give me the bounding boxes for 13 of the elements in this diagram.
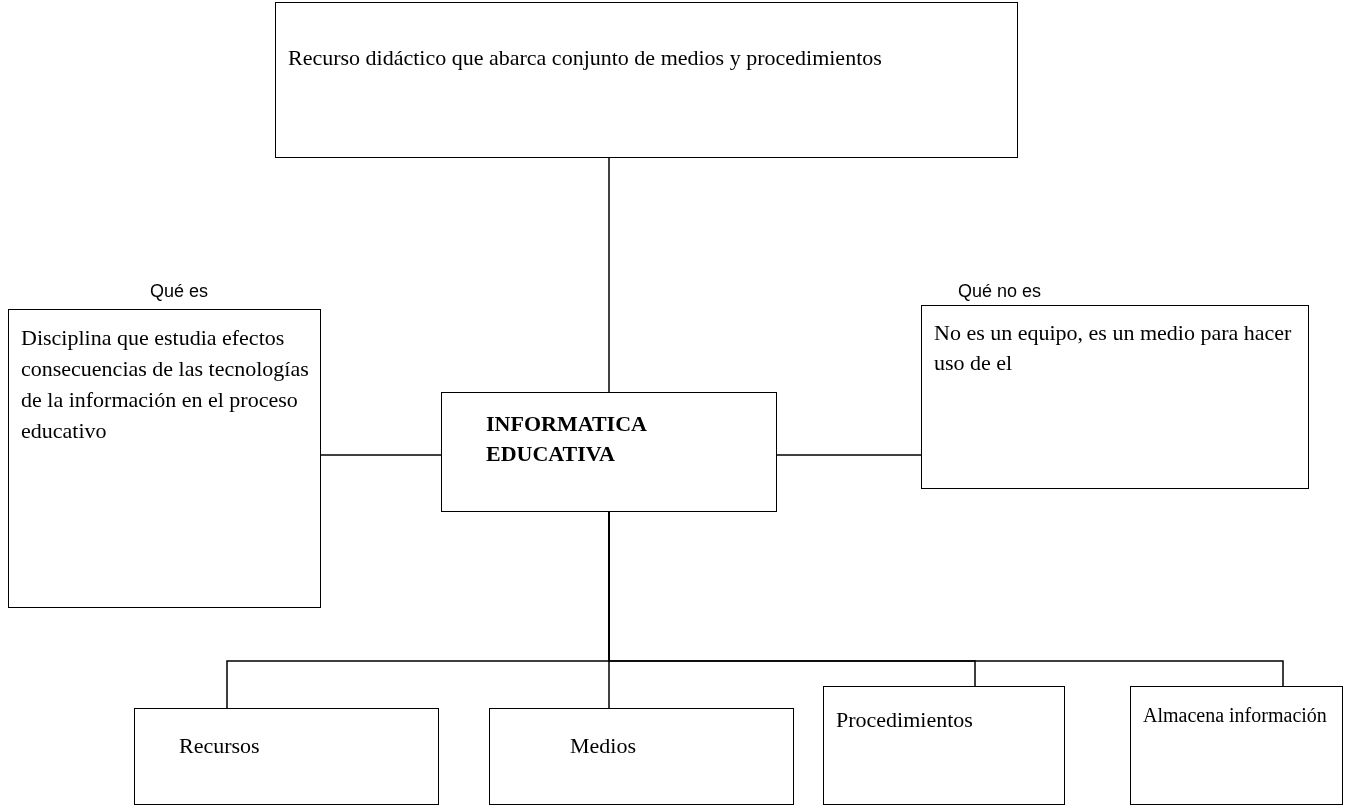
branch-label: Qué no es: [958, 280, 1042, 303]
text-box: Recursos: [134, 708, 439, 805]
text-box: Medios: [489, 708, 794, 805]
text-box: Almacena información: [1130, 686, 1343, 805]
text-box: Recurso didáctico que abarca conjunto de medios y procedimientos: [275, 2, 1018, 158]
text-box: Procedimientos: [823, 686, 1065, 805]
connector-line: [608, 157, 610, 393]
connector-line: [776, 454, 922, 456]
connector-line: [320, 454, 442, 456]
text-box: Disciplina que estudia efectos consecuencias de las tecnologías de la información en el proceso educativo: [8, 309, 321, 608]
text-box: INFORMATICA EDUCATIVA: [441, 392, 777, 512]
branch-label: Qué es: [150, 280, 209, 303]
text-box: No es un equipo, es un medio para hacer uso de el: [921, 305, 1309, 489]
